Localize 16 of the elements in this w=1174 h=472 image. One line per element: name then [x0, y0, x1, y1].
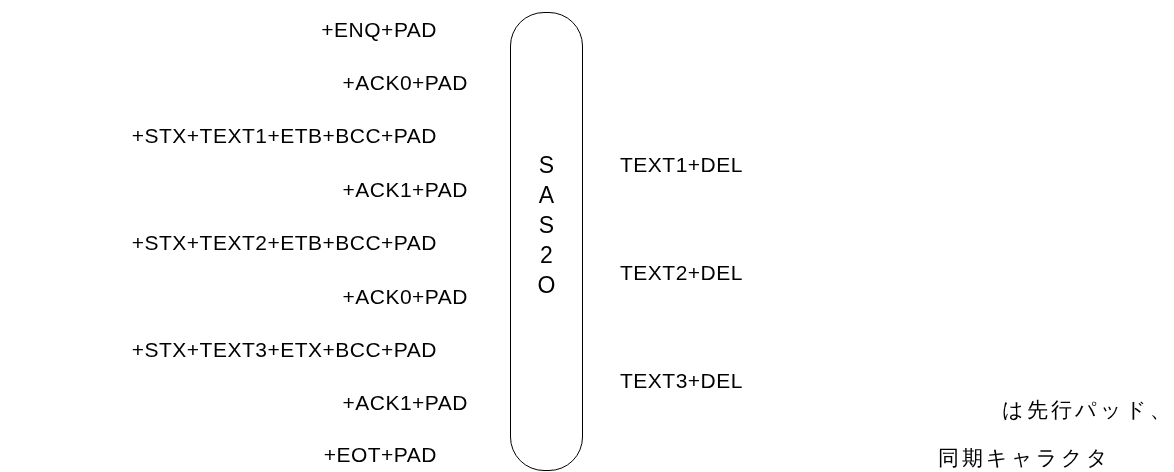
- signal-sequence: +ACK0+PAD: [342, 285, 468, 309]
- signal-sequence: +STX+TEXT1+ETB+BCC+PAD: [131, 124, 437, 148]
- signal-sequence: +ENQ+PAD: [321, 18, 437, 42]
- note-text: は先行パッド、: [1002, 398, 1174, 422]
- signal-sequence: +ACK1+PAD: [342, 178, 468, 202]
- signal-sequence: TEXT3+DEL: [620, 369, 743, 393]
- signal-sequence: +STX+TEXT2+ETB+BCC+PAD: [131, 231, 437, 255]
- signal-sequence: +STX+TEXT3+ETX+BCC+PAD: [131, 338, 437, 362]
- rounded-box: [510, 12, 583, 471]
- signal-sequence: TEXT1+DEL: [620, 153, 743, 177]
- vertical-label: SAS2O: [536, 151, 557, 300]
- signal-sequence: +EOT+PAD: [323, 443, 437, 467]
- signal-sequence: +ACK1+PAD: [342, 391, 468, 415]
- signal-sequence: TEXT2+DEL: [620, 261, 743, 285]
- note-text: 同期キャラクタ: [938, 446, 1111, 470]
- signal-sequence: +ACK0+PAD: [342, 71, 468, 95]
